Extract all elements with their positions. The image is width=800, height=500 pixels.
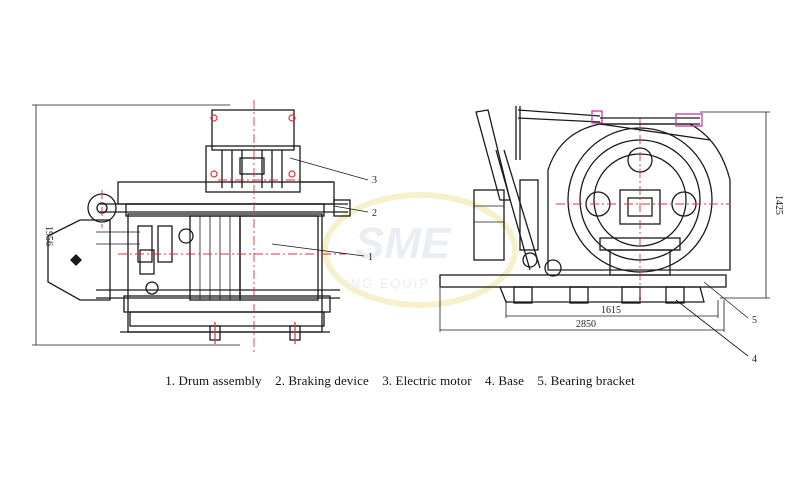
callout-1: 1 <box>368 252 373 263</box>
legend-item-electric-motor: 3. Electric motor <box>382 373 472 388</box>
watermark-text: SME <box>355 219 452 268</box>
watermark: SME ING EQUIP <box>322 192 518 308</box>
callout-4: 4 <box>752 354 757 365</box>
watermark-subtext: ING EQUIP <box>345 276 430 291</box>
dim-base-overall: 2850 <box>576 319 596 330</box>
dim-side-height: 1425 <box>773 195 784 215</box>
side-view: 1425 <box>439 106 784 365</box>
legend-item-braking-device: 2. Braking device <box>275 373 369 388</box>
legend-item-bearing-bracket: 5. Bearing bracket <box>537 373 635 388</box>
callout-2: 2 <box>372 208 377 219</box>
front-view: 1956 <box>32 100 377 352</box>
legend-item-base: 4. Base <box>485 373 524 388</box>
dim-base-inner: 1615 <box>601 305 621 316</box>
callout-5: 5 <box>752 315 757 326</box>
legend-caption: 1. Drum assembly 2. Braking device 3. El… <box>0 373 800 389</box>
legend-item-drum-assembly: 1. Drum assembly <box>165 373 262 388</box>
callout-3: 3 <box>372 175 377 186</box>
